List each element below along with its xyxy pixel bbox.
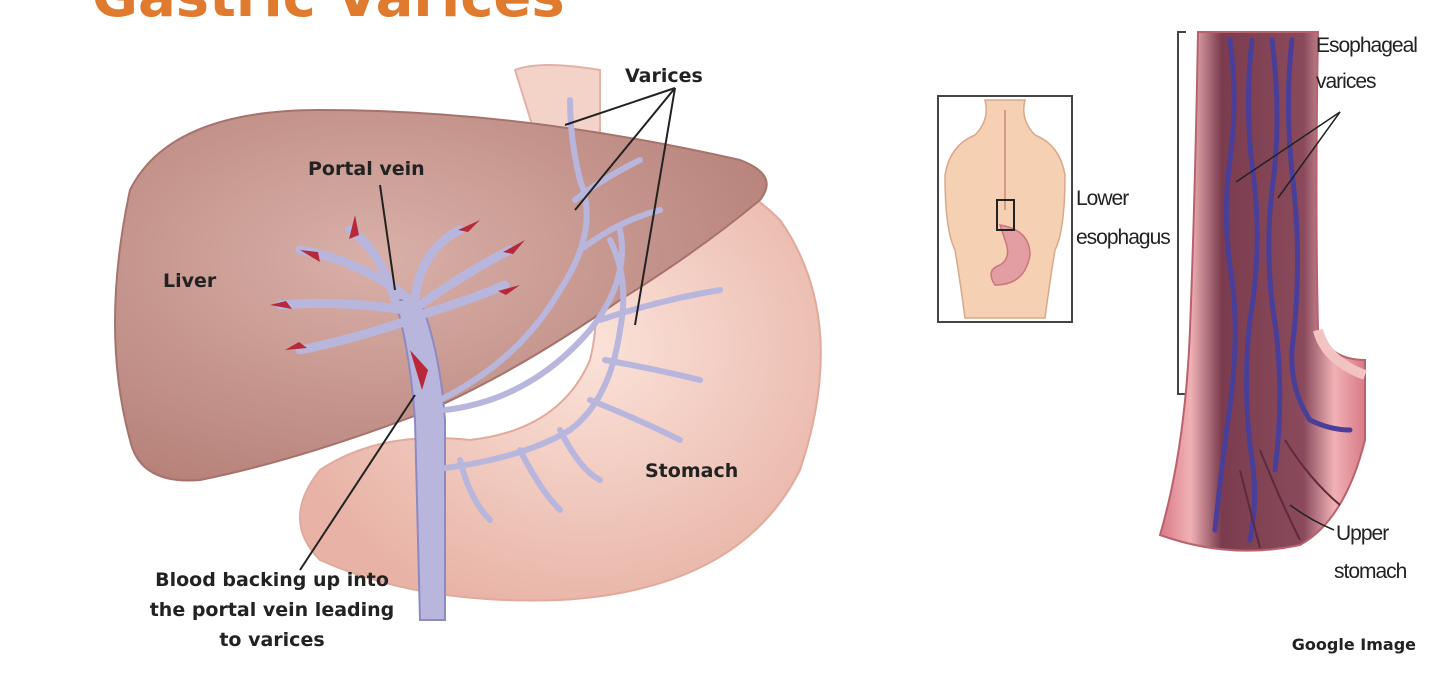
esophageal-varices-veins — [1212, 37, 1353, 543]
right-leader-lines — [1235, 111, 1341, 531]
esophagus-tube — [1158, 31, 1366, 552]
label-portal-vein: Portal vein — [308, 158, 425, 180]
caption-line-2: the portal vein leading — [150, 599, 395, 621]
label-upper-stomach-1: Upper — [1336, 522, 1389, 545]
portal-vein-trunk — [393, 299, 446, 621]
label-stomach: Stomach — [645, 460, 738, 482]
page-title: Gastric Varices — [92, 0, 565, 26]
lower-esophagus-bracket — [1177, 31, 1186, 395]
label-lower-esophagus-1: Lower — [1076, 187, 1129, 210]
liver-stomach-illustration — [114, 64, 822, 621]
blood-flow-arrows — [270, 215, 525, 390]
inset-highlight-box — [996, 199, 1015, 231]
stomach-wall-fold — [1313, 328, 1367, 380]
label-upper-stomach-2: stomach — [1334, 560, 1407, 583]
label-lower-esophagus-2: esophagus — [1076, 226, 1170, 249]
leader-lines — [299, 87, 676, 571]
torso-inset — [937, 95, 1073, 323]
label-varices: Varices — [625, 65, 703, 87]
caption-line-1: Blood backing up into — [155, 569, 389, 591]
image-credit: Google Image — [1292, 635, 1416, 654]
label-esophageal-varices-2: varices — [1316, 70, 1376, 93]
label-esophageal-varices-1: Esophageal — [1316, 34, 1417, 57]
label-liver: Liver — [163, 270, 217, 292]
stomach-varices — [427, 97, 723, 523]
inset-stomach-shape — [990, 224, 1031, 286]
esophagus-cross-section — [1158, 31, 1367, 552]
caption-line-3: to varices — [219, 629, 324, 651]
upper-stomach-rugae — [1239, 439, 1341, 549]
